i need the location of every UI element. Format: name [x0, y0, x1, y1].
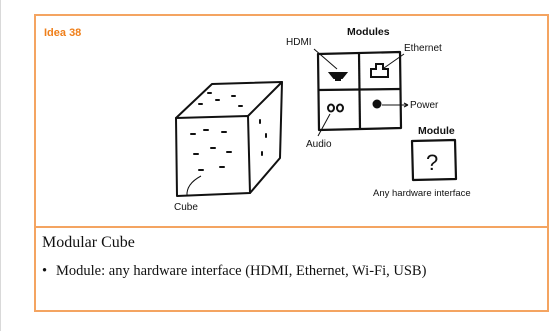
idea-title: Modular Cube [42, 234, 135, 251]
bullet-item: • Module: any hardware interface (HDMI, E… [42, 263, 426, 280]
bullet-marker: • [42, 263, 48, 279]
power-port-icon [372, 99, 382, 109]
cube-pointer-line [186, 175, 202, 197]
bullet-text: Module: any hardware interface (HDMI, Et… [56, 263, 427, 279]
module-leader-lines [313, 48, 409, 137]
cube-sketch [175, 81, 283, 197]
cube-front-face [175, 115, 251, 197]
audio-label: Audio [306, 139, 332, 150]
idea-label: Idea 38 [44, 27, 82, 39]
audio-jack-icon [327, 103, 344, 113]
power-label: Power [410, 100, 439, 111]
module-caption: Any hardware interface [373, 188, 471, 199]
hdmi-label: HDMI [286, 37, 312, 48]
cube-top-face [175, 81, 283, 119]
module-question-icon: ? [426, 150, 438, 175]
ethernet-port-icon [370, 63, 389, 78]
ethernet-label: Ethernet [404, 43, 442, 54]
page-left-rule [0, 0, 1, 331]
cube-label: Cube [174, 202, 198, 213]
idea-card: Idea 38 [34, 14, 549, 312]
hdmi-port-icon [327, 72, 349, 81]
module-heading: Module [418, 125, 455, 137]
sketch-panel: Idea 38 [36, 16, 547, 228]
cube-dashes [190, 92, 267, 171]
modules-heading: Modules [347, 26, 390, 38]
cube-side-face [249, 81, 283, 194]
sketch-drawing: Cube Modules [174, 26, 471, 213]
modules-grid [316, 50, 403, 132]
module-box [410, 138, 458, 182]
